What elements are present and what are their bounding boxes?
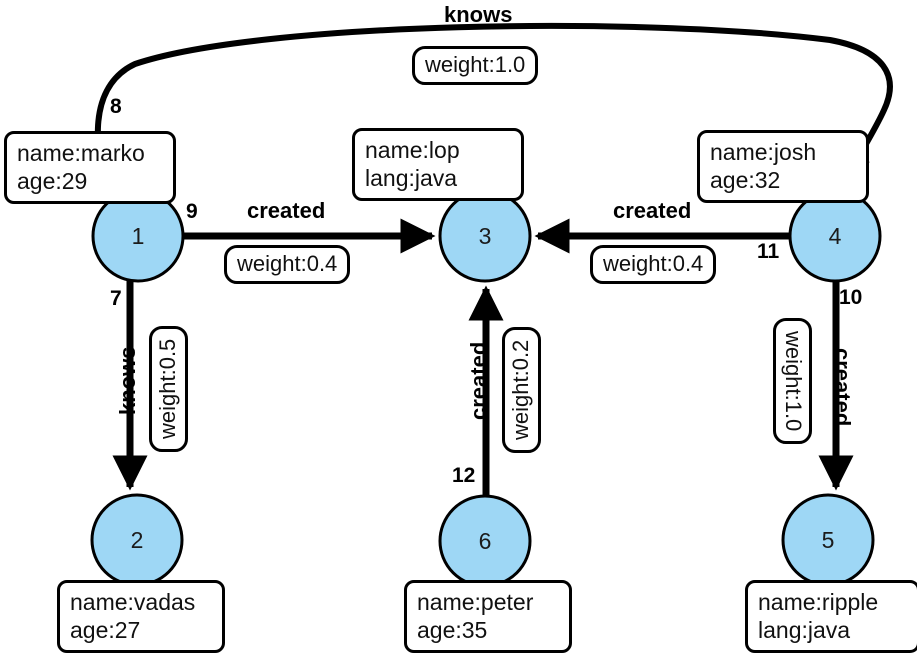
edge-7-id: 7 [110,287,122,310]
vertex-4-prop-0: name:josh [710,139,817,165]
vertex-6-property-box: name:peter age:35 [404,580,572,654]
vertex-2-id: 2 [131,527,144,553]
edge-11-label: created [613,198,692,223]
vertex-4-property-box: name:josh age:32 [697,130,869,204]
vertex-4[interactable]: 4 [788,189,882,283]
vertex-1-property-box: name:marko age:29 [4,131,176,205]
vertex-5-id: 5 [822,527,835,553]
vertex-2-prop-0: name:vadas [70,589,196,615]
vertex-4-prop-1: age:32 [710,167,781,194]
vertex-2-property-box: name:vadas age:27 [57,580,225,654]
vertex-1-prop-0: name:marko [17,140,145,166]
edge-10-id: 10 [839,286,863,309]
vertex-5-prop-1: lang:java [758,617,851,644]
edge-11-id: 11 [757,240,780,263]
vertex-1-id: 1 [132,223,145,249]
vertex-5[interactable]: 5 [781,493,875,587]
edge-8-weight-box: weight:1.0 [412,46,539,85]
vertex-2[interactable]: 2 [90,493,184,587]
vertex-5-prop-0: name:ripple [758,589,879,615]
vertex-5-property-box: name:ripple lang:java [745,580,917,654]
edge-11-weight-box: weight:0.4 [590,245,717,284]
vertex-1-prop-1: age:29 [17,168,88,195]
vertex-4-id: 4 [829,223,842,249]
edge-10-label: created [830,348,855,427]
vertex-3-id: 3 [479,223,492,249]
edge-7-label: knows [115,346,140,415]
edge-8-label: knows [444,2,513,27]
edge-9-id: 9 [186,200,198,223]
edge-12-weight-box: weight:0.2 [502,326,541,453]
vertex-3-property-box: name:lop lang:java [352,128,524,202]
vertex-3[interactable]: 3 [438,189,532,283]
vertex-3-prop-1: lang:java [365,165,458,192]
vertex-3-prop-0: name:lop [365,137,460,163]
vertex-6[interactable]: 6 [438,494,532,588]
edge-8-knows-path [94,22,893,200]
edge-9-label: created [247,198,326,223]
edge-12-label: created [466,341,491,420]
edge-7-weight-box: weight:0.5 [149,325,188,452]
edge-10-weight-box: weight:1.0 [773,318,812,445]
vertex-1[interactable]: 1 [91,189,185,283]
edge-9-weight-box: weight:0.4 [224,245,351,284]
vertex-6-prop-0: name:peter [417,589,534,615]
vertex-6-prop-1: age:35 [417,617,488,644]
edge-8-id: 8 [110,95,122,118]
edge-12-id: 12 [452,464,476,487]
vertex-6-id: 6 [479,528,492,554]
vertex-2-prop-1: age:27 [70,617,141,644]
